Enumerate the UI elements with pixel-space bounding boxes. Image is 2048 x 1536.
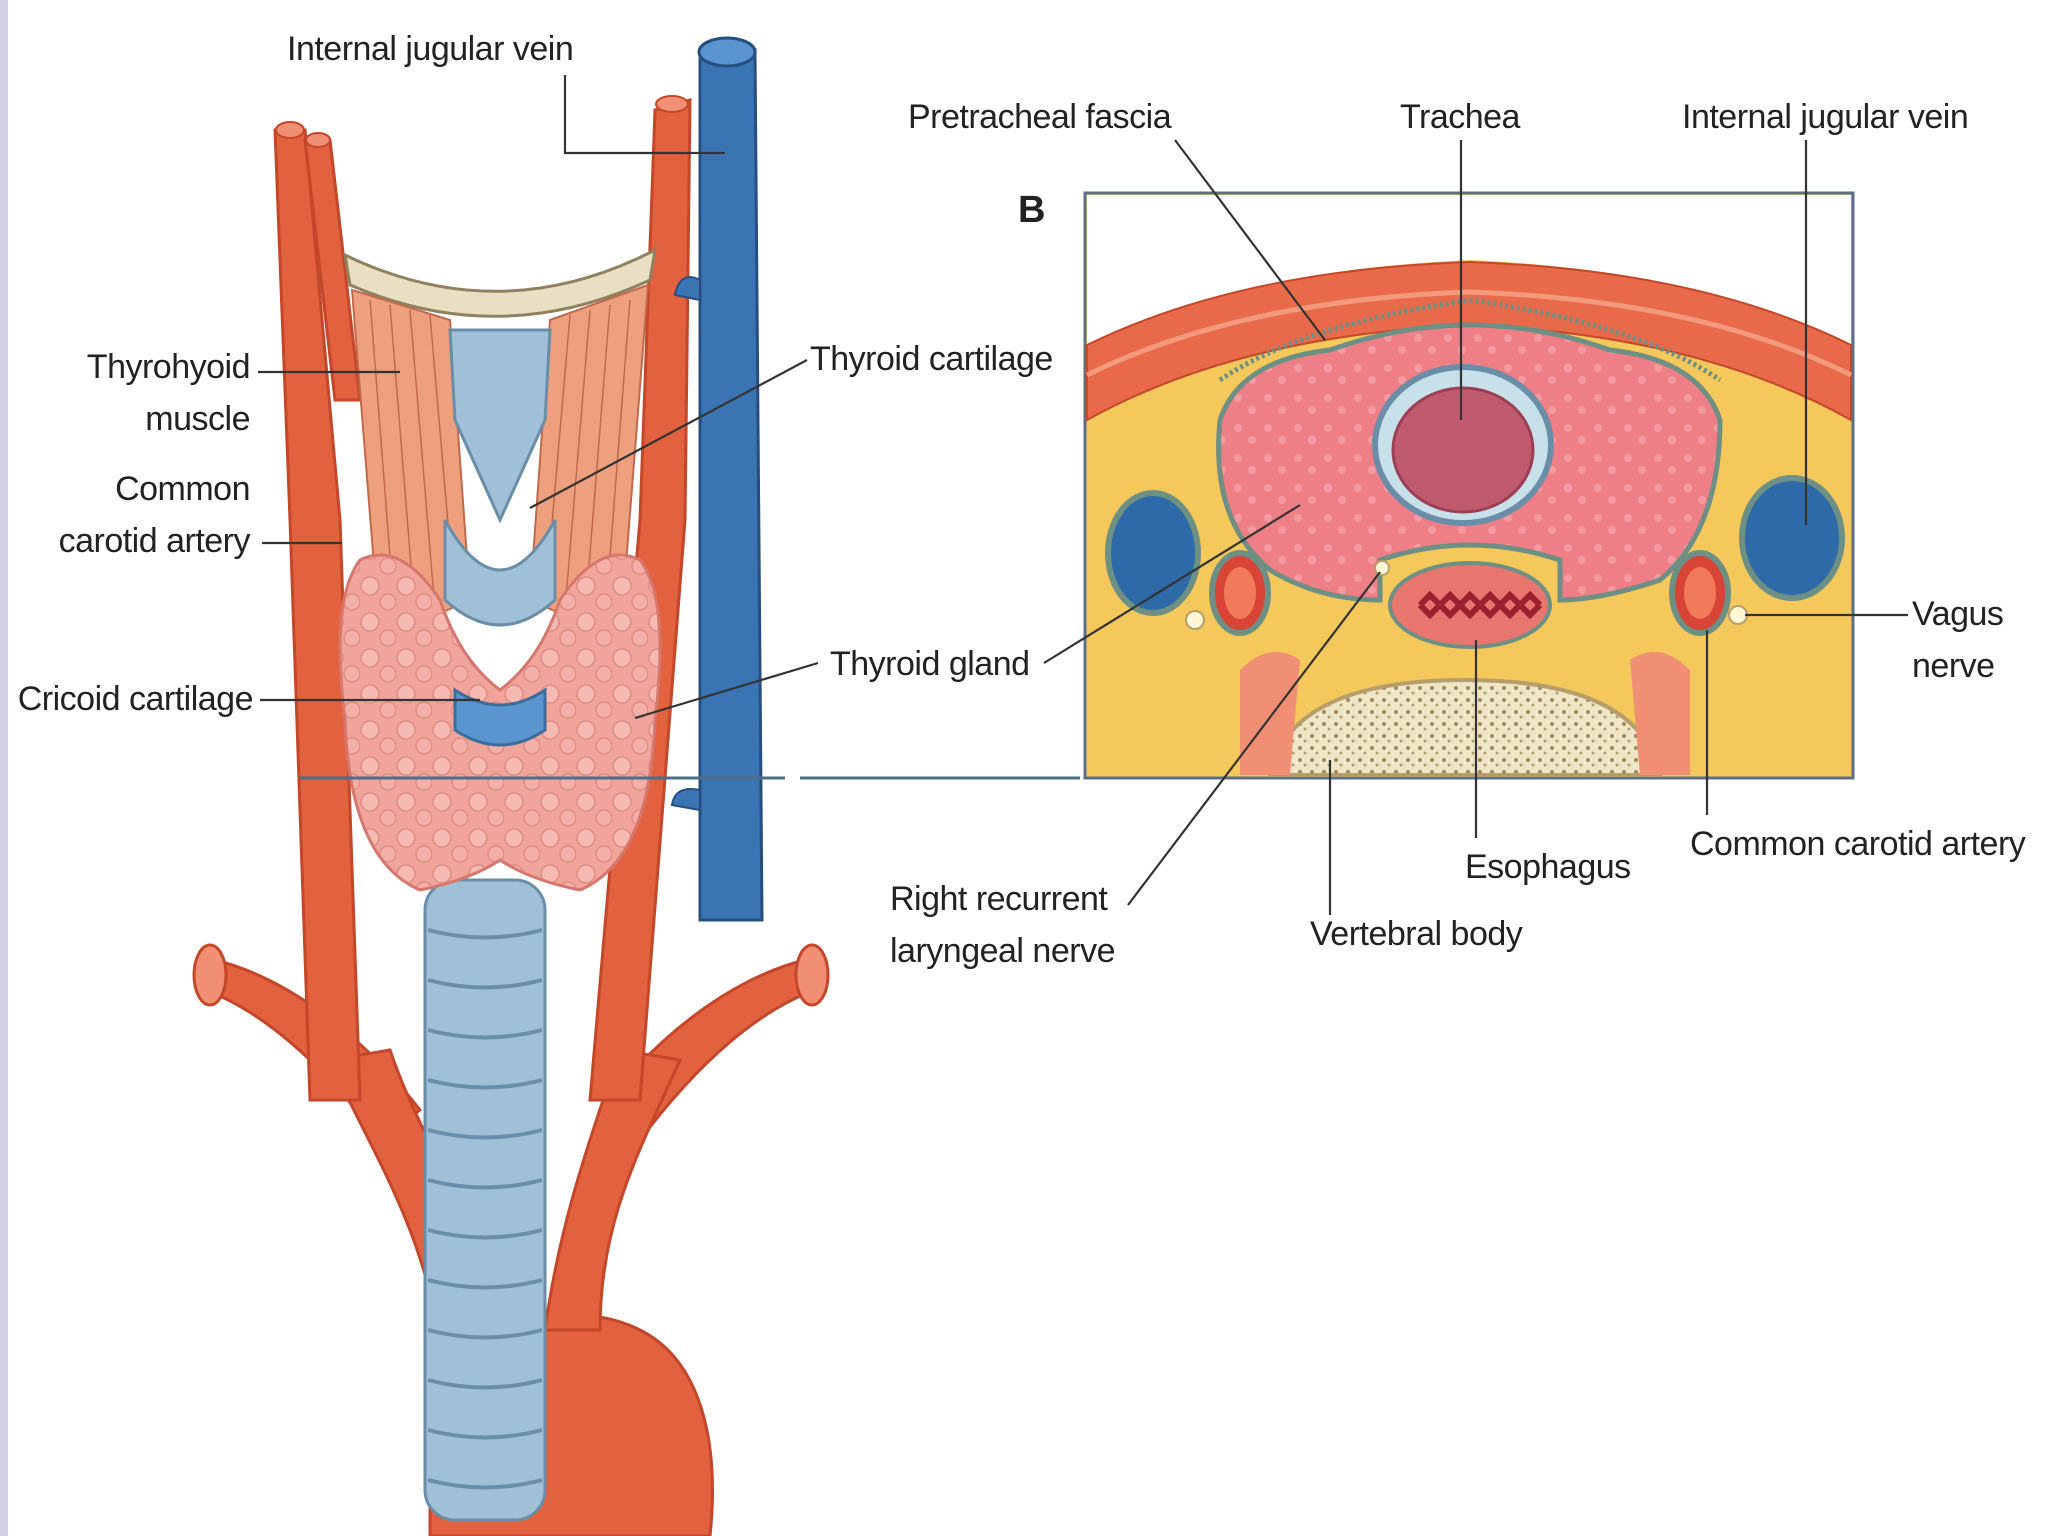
strap-muscles [1086,260,1852,422]
label-thyroid-gland: Thyroid gland [830,645,1030,683]
label-common-carotid-1: Common [115,470,250,508]
hyoid-bone [343,247,657,318]
label-common-carotid-2: carotid artery [59,522,251,560]
label-recurrent-laryngeal-2: laryngeal nerve [890,932,1115,970]
label-vagus-2: nerve [1912,647,1995,685]
internal-jugular-vein-section-right [1739,475,1845,601]
left-edge-bar [0,0,8,1536]
pretracheal-fascia [1218,297,1722,383]
trachea-anterior [423,878,547,1522]
label-internal-jugular-vein-right: Internal jugular vein [1682,98,1968,136]
labels: Internal jugular vein Thyrohyoid muscle … [18,30,2027,970]
leader-lines [258,75,1908,915]
label-trachea: Trachea [1400,98,1521,136]
label-pretracheal-fascia: Pretracheal fascia [908,98,1172,136]
label-esophagus: Esophagus [1465,848,1631,886]
label-vagus-1: Vagus [1912,595,2003,633]
label-thyrohyoid-1: Thyrohyoid [87,348,250,386]
label-cricoid-cartilage: Cricoid cartilage [18,680,253,718]
label-thyrohyoid-2: muscle [145,400,250,438]
internal-jugular-vein-left-view [698,48,764,922]
label-common-carotid-right: Common carotid artery [1690,825,2026,863]
anterior-view [192,36,1080,1536]
cricoid-cartilage [453,687,547,747]
label-thyroid-cartilage: Thyroid cartilage [810,340,1053,378]
thyroid-cartilage [448,328,552,524]
esophagus-section [1388,561,1552,649]
label-vertebral-body: Vertebral body [1310,915,1523,953]
label-internal-jugular-vein-top: Internal jugular vein [287,30,573,68]
cross-section-panel: B [1018,189,1855,780]
label-recurrent-laryngeal-1: Right recurrent [890,880,1108,918]
panel-letter: B [1018,189,1045,231]
